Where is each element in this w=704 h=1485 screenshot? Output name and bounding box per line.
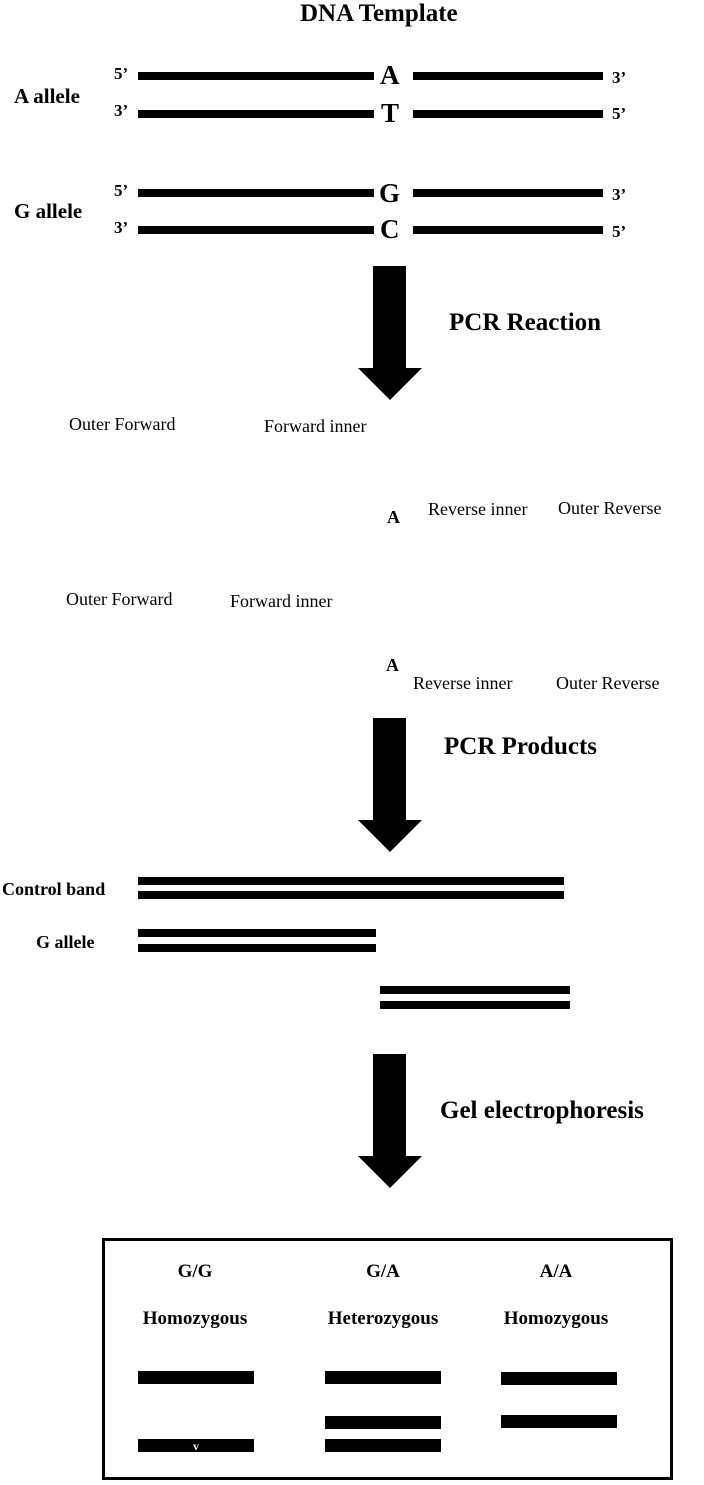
lane-3-genotype: A/A <box>539 1261 573 1282</box>
step-pcr-reaction: PCR Reaction <box>449 309 602 336</box>
lane-2-band-g <box>325 1439 441 1452</box>
a-top-strand-right <box>413 72 603 80</box>
control-band-label: Control band <box>2 879 106 899</box>
primer-reverse-inner-1: Reverse inner <box>428 499 528 519</box>
g-bottom-strand-right <box>413 226 603 234</box>
down-arrow-icon <box>358 1054 422 1188</box>
lane-3-band-control <box>501 1372 617 1385</box>
g-top-strand-right <box>413 189 603 197</box>
g-allele-product-strand-bottom <box>138 944 376 952</box>
g-top-strand-left <box>138 189 374 197</box>
lane-2-band-control <box>325 1371 441 1384</box>
g-bottom-base: C <box>380 214 400 244</box>
lane-1-band-g: v <box>138 1439 254 1453</box>
down-arrow-icon <box>358 266 422 400</box>
lane-1-zygosity: Homozygous <box>142 1308 248 1329</box>
a-bottom-right-end: 5’ <box>612 104 627 123</box>
lane-3-band-a <box>501 1415 617 1428</box>
g-top-right-end: 3’ <box>612 185 627 204</box>
down-arrow-icon <box>358 718 422 852</box>
lane-1-band-control <box>138 1371 254 1384</box>
primer-base-1: A <box>387 507 400 527</box>
a-bottom-strand-left <box>138 110 374 118</box>
g-allele-product-strand-top <box>138 929 376 937</box>
a-top-right-end: 3’ <box>612 68 627 87</box>
lane-2-zygosity: Heterozygous <box>327 1308 439 1329</box>
g-bottom-right-end: 5’ <box>612 222 627 241</box>
g-bottom-left-end: 3’ <box>114 218 129 237</box>
lane-1-genotype: G/G <box>177 1261 213 1282</box>
primer-base-2: A <box>386 655 399 675</box>
a-bottom-strand-right <box>413 110 603 118</box>
primer-forward-inner-2: Forward inner <box>230 591 333 611</box>
g-allele-product-label: G allele <box>36 932 95 952</box>
control-band-strand-top <box>138 877 564 885</box>
a-bottom-left-end: 3’ <box>114 101 129 120</box>
g-top-left-end: 5’ <box>114 181 129 200</box>
primer-outer-reverse-1: Outer Reverse <box>558 498 662 518</box>
lane-3-zygosity: Homozygous <box>503 1308 609 1329</box>
a-top-strand-left <box>138 72 374 80</box>
diagram-title: DNA Template <box>300 0 458 27</box>
lane-2-band-a <box>325 1416 441 1429</box>
g-top-base: G <box>379 178 401 208</box>
a-bottom-base: T <box>381 98 400 128</box>
step-gel-electrophoresis: Gel electrophoresis <box>440 1097 644 1124</box>
lane-2-genotype: G/A <box>366 1261 400 1282</box>
control-band-strand-bottom <box>138 891 564 899</box>
gel-box: G/G Homozygous G/A Heterozygous A/A Homo… <box>102 1238 673 1480</box>
primer-forward-inner-1: Forward inner <box>264 416 367 436</box>
step-pcr-products: PCR Products <box>444 733 598 760</box>
small-mark: v <box>193 1439 199 1453</box>
g-allele-label: G allele <box>14 199 83 223</box>
a-top-left-end: 5’ <box>114 64 129 83</box>
primer-outer-forward-2: Outer Forward <box>66 589 173 609</box>
a-allele-product-strand-bottom <box>380 1001 570 1009</box>
primer-reverse-inner-2: Reverse inner <box>413 673 513 693</box>
primer-outer-forward-1: Outer Forward <box>69 414 176 434</box>
g-bottom-strand-left <box>138 226 374 234</box>
primer-outer-reverse-2: Outer Reverse <box>556 673 660 693</box>
a-top-base: A <box>380 60 400 90</box>
a-allele-product-strand-top <box>380 986 570 994</box>
a-allele-label: A allele <box>14 84 80 108</box>
